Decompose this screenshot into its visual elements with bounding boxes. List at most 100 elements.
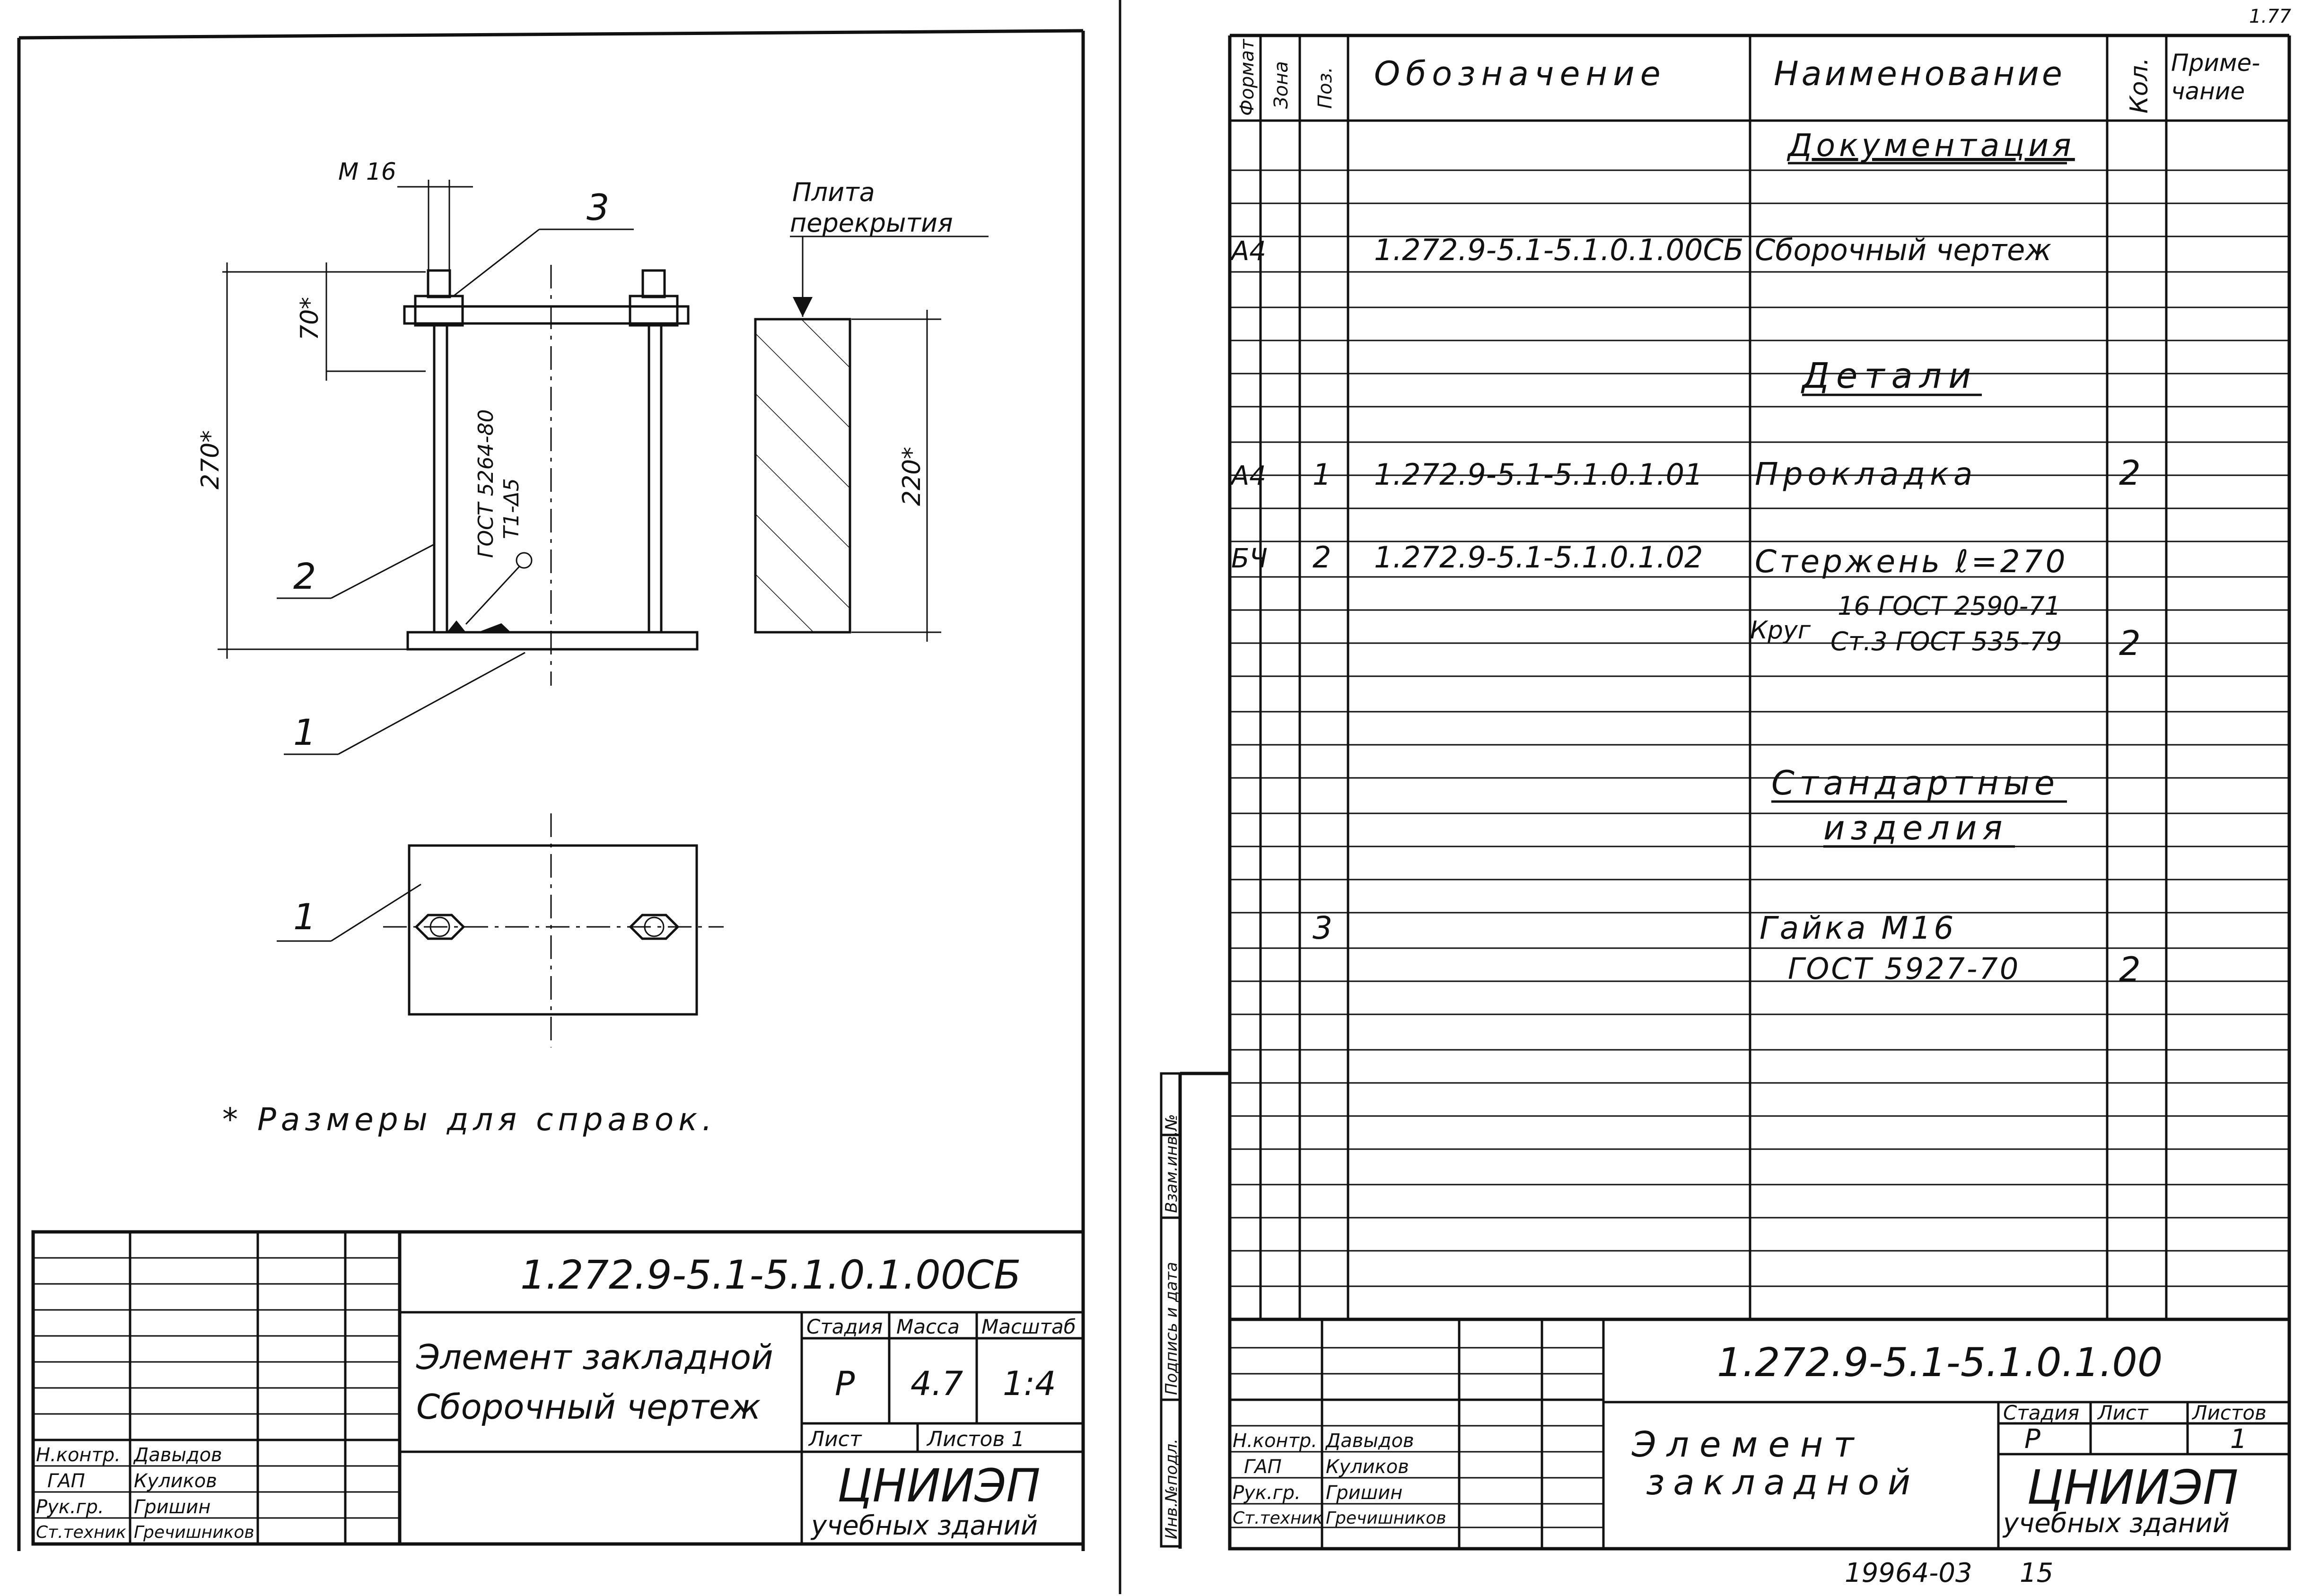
right-role-4: Ст.техник (1233, 1509, 1323, 1528)
bottom-plate (406, 631, 699, 651)
header-pos: Поз. (1314, 67, 1336, 109)
row-pad-pos: 1 (1313, 457, 1331, 492)
left-role-1: Н.контр. (36, 1444, 121, 1466)
row-asm-format: А4 (1230, 236, 1266, 267)
slab-hatch (754, 318, 851, 634)
right-role-1: Н.контр. (1233, 1430, 1317, 1452)
front-view: M 16 3 70* 270* 2 ГОСТ 5264-80 Т1-Δ5 (196, 158, 699, 755)
pos-1-front-label: 1 (293, 711, 316, 753)
right-title-line2: закладной (1646, 1462, 1919, 1503)
weld-standard-label: ГОСТ 5264-80 (474, 409, 498, 558)
header-zone: Зона (1270, 61, 1292, 109)
right-role-3: Рук.гр. (1233, 1482, 1301, 1504)
corner-mark: 1.77 (2249, 6, 2292, 27)
row-nut-qty: 2 (2119, 950, 2141, 989)
rod-material-line2: Ст.3 ГОСТ 535-79 (1830, 627, 2062, 656)
row-asm-name: Сборочный чертеж (1755, 233, 2051, 267)
reference-note: * Размеры для справок. (222, 1101, 717, 1138)
right-name-4: Гречишников (1326, 1509, 1446, 1528)
stamp-sign-date: Подпись и дата (1162, 1262, 1181, 1395)
plan-plate (408, 844, 698, 1016)
left-sheet-label: Лист (808, 1427, 862, 1451)
right-name-3: Гришин (1326, 1482, 1402, 1504)
row-nut-name-line1: Гайка М16 (1760, 910, 1956, 946)
row-rod-name: Стержень ℓ=270 (1755, 543, 2068, 580)
slab-section: Плита перекрытия 220* (754, 177, 989, 642)
rod-material-prefix: Круг (1750, 616, 1811, 645)
right-role-2: ГАП (1244, 1456, 1282, 1478)
row-pad-name: Прокладка (1755, 456, 1977, 492)
left-org-line1: ЦНИИЭП (837, 1459, 1041, 1512)
header-qty: Кол. (2125, 58, 2154, 114)
row-rod-pos: 2 (1313, 540, 1331, 575)
header-name: Наименование (1774, 54, 2065, 93)
right-org-line2: учебных зданий (2002, 1508, 2230, 1539)
right-name-1: Давыдов (1325, 1430, 1414, 1452)
right-col-stage: Стадия (2003, 1401, 2079, 1424)
row-asm-designation: 1.272.9-5.1-5.1.0.1.00СБ (1374, 233, 1743, 267)
row-pad-designation: 1.272.9-5.1-5.1.0.1.01 (1374, 457, 1703, 492)
left-mass-value: 4.7 (910, 1364, 963, 1403)
right-org-line1: ЦНИИЭП (2027, 1460, 2238, 1515)
stamp-inv-orig: Инв.№подл. (1162, 1439, 1181, 1539)
plan-view: 1 (277, 813, 724, 1047)
left-col-scale: Масштаб (981, 1315, 1076, 1338)
row-pad-qty: 2 (2119, 453, 2141, 493)
right-col-sheets: Листов (2191, 1401, 2267, 1424)
section-standard-line2: изделия (1823, 809, 2008, 847)
nut-right-icon (629, 914, 680, 940)
left-stage-value: Р (835, 1364, 855, 1403)
left-col-mass: Масса (896, 1315, 960, 1338)
row-rod-designation: 1.272.9-5.1-5.1.0.1.02 (1374, 540, 1703, 575)
left-role-3: Рук.гр. (36, 1496, 104, 1518)
pos-3-label: 3 (587, 186, 609, 228)
rod-material-line1: 16 ГОСТ 2590-71 (1838, 591, 2061, 621)
right-stage-value: Р (2024, 1424, 2040, 1455)
right-sheets-value: 1 (2230, 1424, 2247, 1455)
header-note-line2: чание (2171, 78, 2245, 105)
stamp-replaces: Взам.инв.№ (1162, 1114, 1181, 1213)
left-role-4: Ст.техник (36, 1523, 126, 1542)
left-name-1: Давыдов (133, 1444, 222, 1466)
left-doc-code: 1.272.9-5.1-5.1.0.1.00СБ (520, 1252, 1021, 1298)
slab-label-line1: Плита (792, 177, 875, 207)
left-role-2: ГАП (47, 1470, 85, 1492)
footer-code: 19964-03 (1845, 1558, 1972, 1588)
left-col-stage: Стадия (806, 1315, 883, 1338)
dim-220-label: 220* (898, 447, 926, 506)
weld-type-label: Т1-Δ5 (499, 478, 524, 539)
nut-left-icon (414, 914, 465, 940)
right-sheet: 1.77 (1160, 6, 2292, 1588)
dim-270-label: 270* (196, 430, 225, 489)
rod-material-qty: 2 (2119, 623, 2141, 663)
top-plate (403, 305, 690, 325)
left-name-3: Гришин (134, 1496, 210, 1518)
right-name-2: Куликов (1326, 1456, 1409, 1478)
left-name-2: Куликов (134, 1470, 217, 1492)
row-nut-pos: 3 (1313, 910, 1332, 946)
side-stamps: Инв.№подл. Подпись и дата Взам.инв.№ (1160, 1072, 1230, 1549)
right-title-block: 1.272.9-5.1-5.1.0.1.00 Элемент закладной… (1228, 1317, 2291, 1551)
right-col-sheet: Лист (2097, 1401, 2149, 1424)
pos-1-plan-label: 1 (293, 896, 316, 938)
left-name-4: Гречишников (134, 1523, 254, 1542)
spec-table: Формат Зона Поз. Обозначение Наименовани… (1228, 35, 2289, 1319)
left-title-block: 1.272.9-5.1-5.1.0.1.00СБ Элемент закладн… (31, 1230, 1085, 1546)
left-title-line1: Элемент закладной (416, 1337, 773, 1377)
left-sheets-label: Листов 1 (926, 1427, 1024, 1451)
left-scale-value: 1:4 (1003, 1364, 1056, 1403)
header-note-line1: Приме- (2171, 49, 2260, 77)
dim-70-label: 70* (296, 297, 324, 340)
weld-marker-icon (516, 552, 533, 569)
row-nut-name-line2: ГОСТ 5927-70 (1788, 951, 2020, 986)
header-designation: Обозначение (1374, 54, 1666, 93)
thread-label: M 16 (338, 158, 396, 185)
section-docs: Документация (1786, 127, 2075, 164)
section-parts: Детали (1801, 356, 1978, 396)
header-format: Формат (1236, 38, 1258, 116)
row-rod-format: БЧ (1231, 543, 1268, 574)
pos-2-label: 2 (293, 555, 316, 597)
right-title-line1: Элемент (1631, 1424, 1864, 1465)
right-doc-code: 1.272.9-5.1-5.1.0.1.00 (1717, 1339, 2162, 1386)
